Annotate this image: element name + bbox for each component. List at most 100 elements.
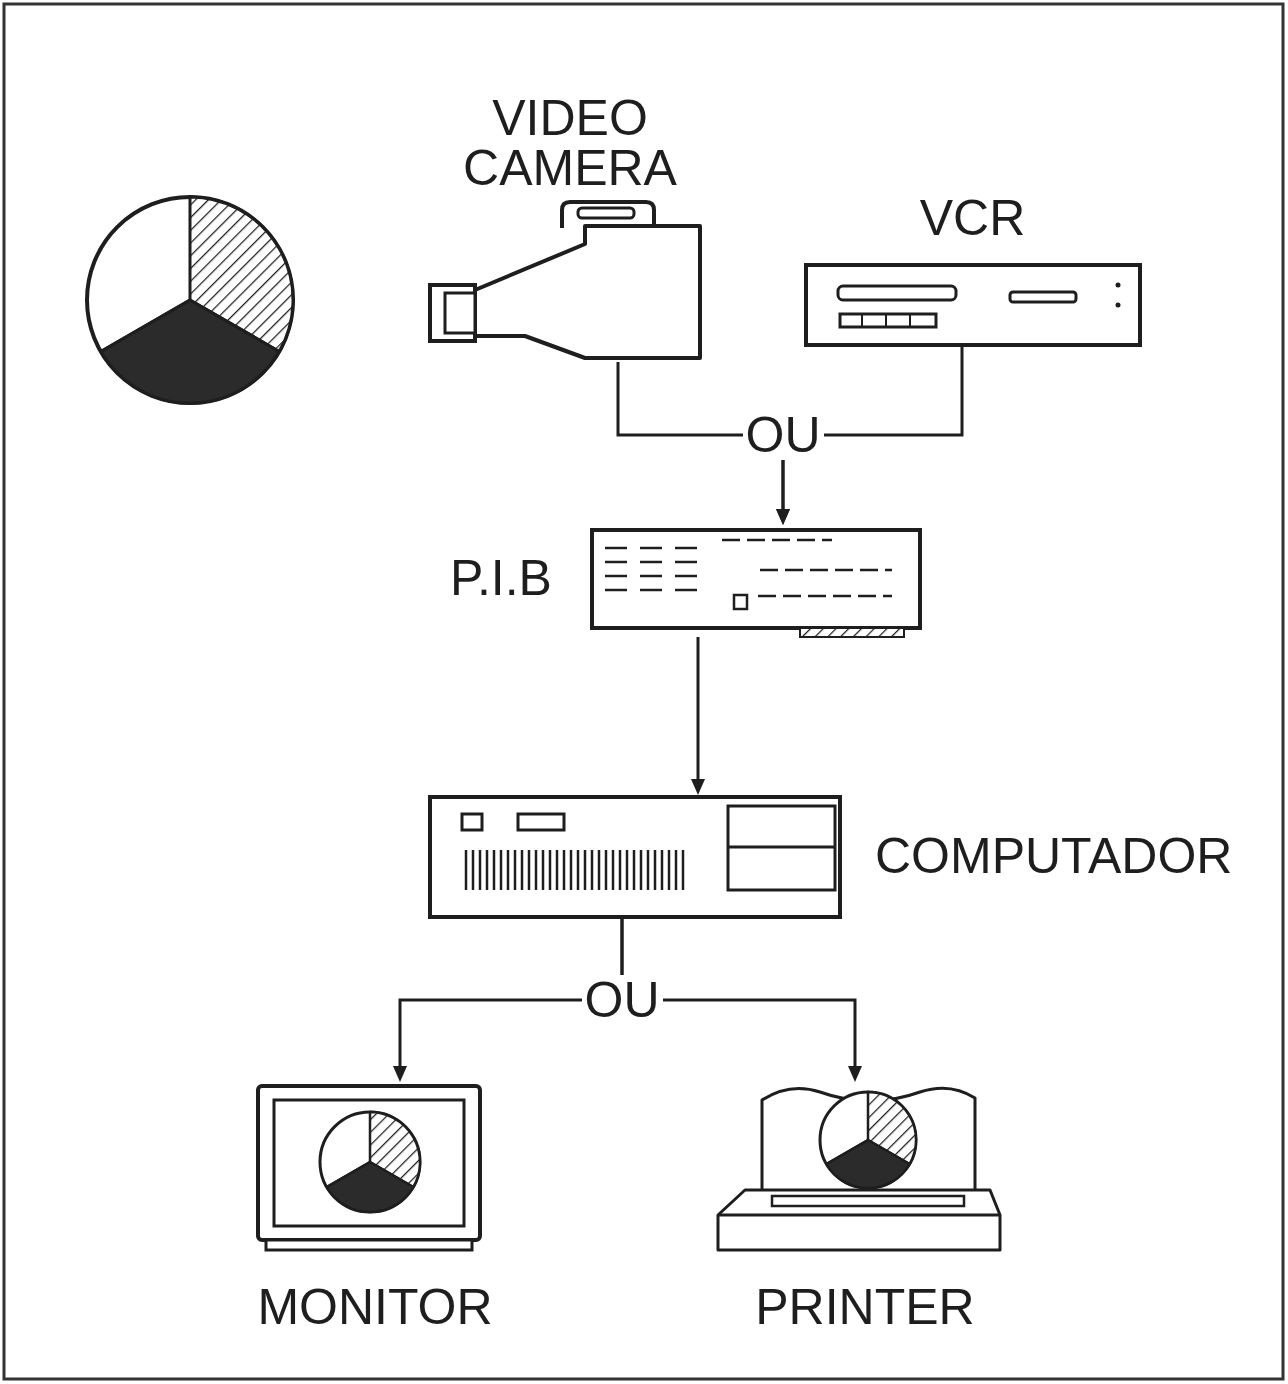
computer: COMPUTADOR — [425, 795, 1260, 917]
computer-vent — [668, 850, 671, 890]
monitor-screen — [274, 1100, 464, 1226]
computer-vent — [626, 850, 629, 890]
computer-vent — [563, 850, 566, 890]
pie-dark-slice — [101, 300, 279, 403]
pie-outline — [320, 1112, 420, 1212]
computer-vent — [605, 850, 608, 890]
computer-vent — [556, 850, 559, 890]
pib-chip-mark — [675, 561, 697, 564]
device-label: MONITOR — [240, 1282, 510, 1332]
computer-vent — [521, 850, 524, 890]
video-camera-drawing-group — [430, 202, 700, 358]
printer-drawing-group — [718, 1088, 1000, 1250]
camera-body — [475, 226, 700, 358]
pib-chip-mark — [640, 575, 662, 578]
vcr-drawing-group — [806, 265, 1140, 345]
arrowhead — [691, 779, 705, 795]
pib-chip-mark — [605, 575, 627, 578]
page-frame — [4, 4, 1283, 1379]
computer-vent — [535, 850, 538, 890]
pib-edge-connector — [800, 628, 904, 637]
pie-divider — [101, 300, 190, 352]
computer-vent — [577, 850, 580, 890]
computer-vent — [528, 850, 531, 890]
computer-vent — [682, 850, 685, 890]
computer-drawing-group — [430, 797, 840, 917]
pib-board: P.I.B — [450, 525, 925, 637]
computer-vent — [612, 850, 615, 890]
computer-drive-divider — [728, 846, 835, 849]
pib-chip-mark — [675, 575, 697, 578]
computer-vent — [493, 850, 496, 890]
computer-vent — [549, 850, 552, 890]
computer-vent — [486, 850, 489, 890]
junction-label: OU — [743, 410, 824, 460]
computer-vent — [640, 850, 643, 890]
printer: PRINTER — [715, 1082, 1015, 1347]
vcr-button-divider — [909, 314, 911, 327]
printer-body-line — [718, 1214, 1000, 1217]
pib-chip-mark — [675, 589, 697, 592]
pib-trace — [758, 595, 892, 598]
computer-vent — [507, 850, 510, 890]
pib-chip-mark — [640, 561, 662, 564]
pib-chip-mark — [675, 547, 697, 550]
vcr-buttons — [840, 314, 936, 327]
computer-vent — [591, 850, 594, 890]
computer-vent — [465, 850, 468, 890]
vcr-button-divider — [885, 314, 887, 327]
camera-lens-inner — [445, 293, 475, 333]
computer-vent — [661, 850, 664, 890]
computer-vent — [633, 850, 636, 890]
pib-connector-square — [734, 595, 747, 609]
computer-vent — [584, 850, 587, 890]
vcr-light — [1116, 283, 1121, 288]
vcr-tape-slot — [838, 286, 956, 300]
pib-trace — [760, 569, 892, 572]
vcr-button-divider — [861, 314, 863, 327]
monitor-drawing-group — [258, 1086, 480, 1250]
pie-divider — [327, 1162, 370, 1187]
pie-dark-slice — [327, 1162, 414, 1212]
pib-chip-mark — [640, 547, 662, 550]
connector — [691, 637, 705, 795]
device-label: PRINTER — [715, 1282, 1015, 1332]
monitor-case — [258, 1086, 480, 1240]
junction-label: OU — [582, 975, 663, 1025]
computer-drive-panel — [728, 806, 835, 890]
computer-vent — [654, 850, 657, 890]
computer-vent — [514, 850, 517, 890]
computer-vent — [542, 850, 545, 890]
video-camera: VIDEO CAMERA — [410, 88, 730, 362]
pib-chip-mark — [605, 589, 627, 592]
arrowhead — [393, 1066, 407, 1082]
monitor: MONITOR — [240, 1082, 510, 1347]
computer-vent — [472, 850, 475, 890]
pib-card — [592, 530, 920, 628]
pib-board-drawing-group — [592, 530, 920, 637]
pib-chip-mark — [605, 561, 627, 564]
vcr-display — [1010, 292, 1076, 302]
printer-paper-slot — [772, 1196, 964, 1206]
pie-outline — [87, 197, 293, 403]
pib-chip-mark — [605, 547, 627, 550]
pie-outline — [820, 1092, 916, 1188]
computer-vent — [675, 850, 678, 890]
printer-paper — [762, 1088, 975, 1200]
printer-body — [718, 1190, 1000, 1250]
computer-vent — [570, 850, 573, 890]
device-label: VIDEO CAMERA — [410, 93, 730, 193]
arrowhead — [776, 509, 790, 525]
vcr-case — [806, 265, 1140, 345]
pib-chip-mark — [640, 589, 662, 592]
vcr-light — [1116, 303, 1121, 308]
computer-vent — [479, 850, 482, 890]
vcr: VCR — [800, 190, 1145, 347]
computer-button — [462, 814, 482, 830]
device-label: COMPUTADOR — [875, 831, 1232, 881]
camera-handle-slot — [578, 208, 634, 218]
computer-vent — [598, 850, 601, 890]
device-label: VCR — [800, 193, 1145, 243]
device-label: P.I.B — [450, 553, 585, 603]
